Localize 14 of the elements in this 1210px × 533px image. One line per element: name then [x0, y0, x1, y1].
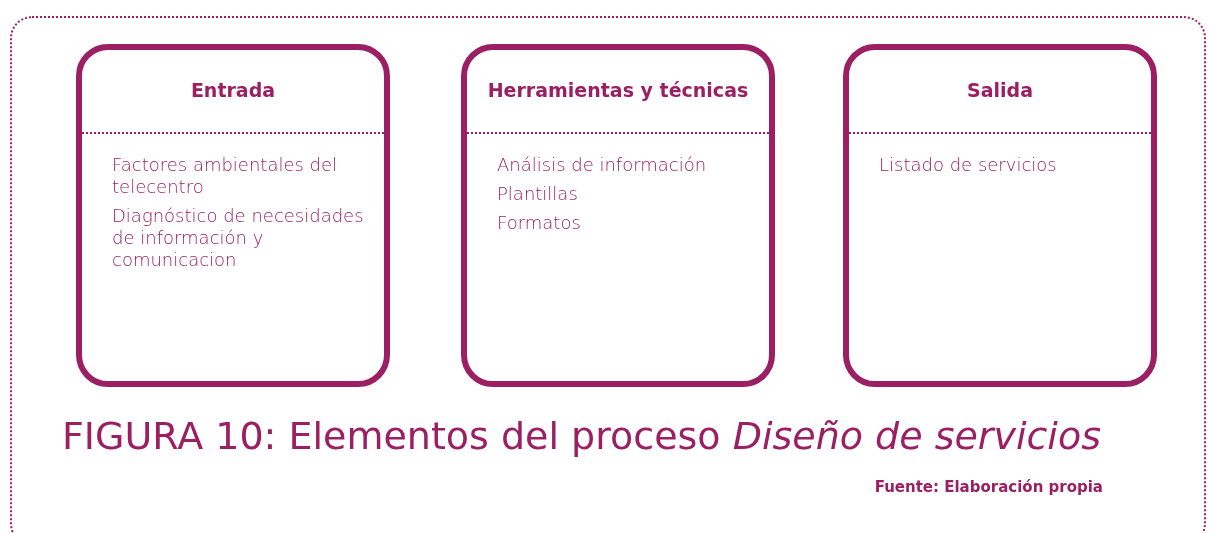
process-box	[76, 44, 390, 387]
figure-caption: FIGURA 10: Elementos del proceso Diseño de servicios	[62, 414, 1101, 458]
box-heading: Salida	[966, 80, 1034, 101]
box-heading: Entrada	[189, 80, 277, 101]
box-text: Análisis de información	[497, 154, 708, 176]
process-box	[461, 44, 775, 387]
box-text: Listado de servicios	[879, 154, 1058, 176]
box-text: Diagnóstico de necesidades de información y comunicacion	[112, 205, 364, 271]
box-text: Factores ambientales del telecentro	[112, 154, 339, 198]
source-note: Fuente: Elaboración propia	[874, 478, 1103, 496]
process-box	[843, 44, 1157, 387]
box-heading: Herramientas y técnicas	[486, 80, 750, 101]
box-text: Plantillas	[497, 183, 579, 205]
box-text: Formatos	[497, 212, 582, 234]
